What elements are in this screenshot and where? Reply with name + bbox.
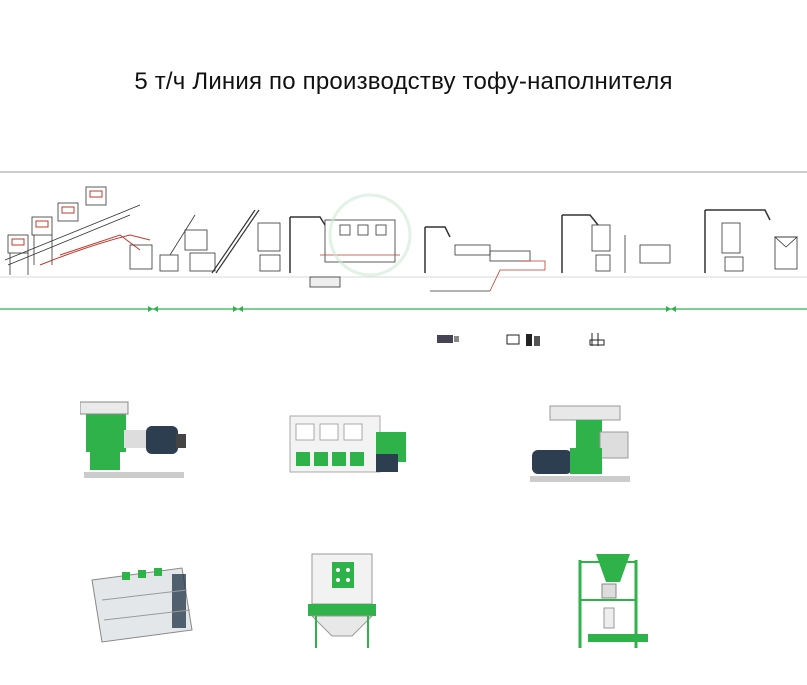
pellet-mill-icon [561, 214, 611, 273]
hammer-mill-icon [80, 400, 190, 482]
cooler-icon [306, 552, 376, 652]
hoppers-icon [4, 186, 141, 275]
pellet-mill-icon [530, 402, 640, 484]
dryer-icon [309, 219, 396, 288]
packing-scale-icon [721, 222, 799, 272]
mixer-icon [257, 222, 281, 272]
grinder-icon [129, 214, 216, 272]
packing-scale-icon [574, 550, 654, 652]
legend-icon-structure [588, 332, 610, 352]
mixer-icon [288, 408, 413, 480]
legend-icon-motor [506, 332, 542, 352]
process-flow-diagram [0, 165, 807, 315]
dryer-icon [82, 560, 202, 646]
conveyor-icon [211, 209, 260, 274]
bucket-elevator-icon [289, 216, 326, 273]
page-title: 5 т/ч Линия по производству тофу-наполни… [134, 68, 673, 95]
cooler-icon [624, 235, 671, 273]
legend-icon-cart [436, 332, 460, 352]
